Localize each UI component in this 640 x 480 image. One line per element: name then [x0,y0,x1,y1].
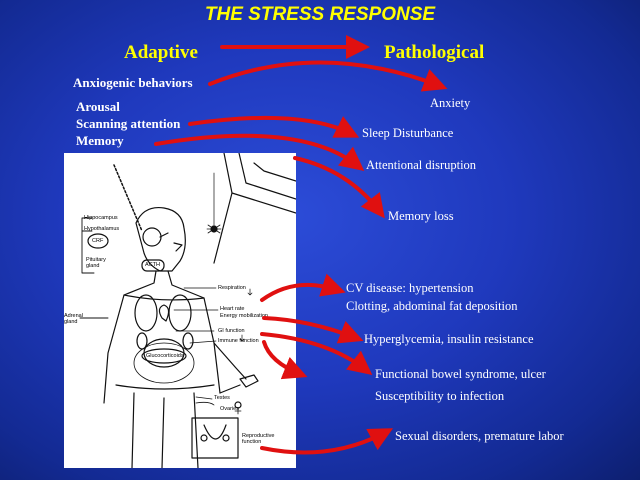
label-heart-rate: Heart rate [220,306,245,312]
pathological-hyperglycemia: Hyperglycemia, insulin resistance [364,332,534,346]
pathological-attentional: Attentional disruption [366,158,477,172]
label-testes: Testes [214,395,230,401]
adaptive-arousal: Arousal [76,99,120,114]
pathological-memory-loss: Memory loss [388,209,454,223]
label-immune: Immune function [218,338,259,344]
slide-title: THE STRESS RESPONSE [204,4,436,25]
body-line-drawing [79,152,297,469]
label-acth: ACTH [145,262,160,268]
arrow-sleep [188,115,360,138]
label-gi: GI function [218,328,245,334]
arrow-sexual [260,428,394,455]
arrow-cv [260,273,346,302]
label-respiration: Respiration [218,285,246,291]
label-crf: CRF [92,238,104,244]
arrow-attentional [154,133,365,171]
label-ovaries: Ovaries [220,406,239,412]
arrow-bowel [260,332,373,375]
label-hypothalamus: Hypothalamus [84,226,120,232]
pathological-header: Pathological [384,42,485,63]
pathological-infection: Susceptibility to infection [375,389,505,403]
label-reproductive: Reproductive function [242,433,275,445]
adaptive-memory: Memory [76,133,124,148]
arrow-infection [262,340,308,380]
label-pituitary: Pituitary gland [86,257,106,269]
adaptive-anxiogenic: Anxiogenic behaviors [73,75,193,90]
pathological-sleep: Sleep Disturbance [362,126,454,140]
pathological-anxiety: Anxiety [430,96,471,110]
stress-anatomy-illustration: Hippocampus Hypothalamus CRF Pituitary g… [64,152,297,469]
pathological-cv-disease: CV disease: hypertension [346,281,474,295]
pathological-bowel: Functional bowel syndrome, ulcer [375,367,546,381]
label-energy: Energy mobilization [220,313,268,319]
arrow-hyperglycemia [262,316,364,344]
adaptive-header: Adaptive [124,42,198,63]
pathological-clotting: Clotting, abdominal fat deposition [346,299,518,313]
label-adrenal: Adrenal gland [64,313,83,325]
label-glucocorticoids: Glucocorticoids [146,353,184,359]
pathological-sexual: Sexual disorders, premature labor [395,429,564,443]
arrow-anxiety [208,60,448,92]
adaptive-scanning: Scanning attention [76,116,181,131]
label-hippocampus: Hippocampus [84,215,118,221]
arrow-memory-loss [293,156,385,219]
